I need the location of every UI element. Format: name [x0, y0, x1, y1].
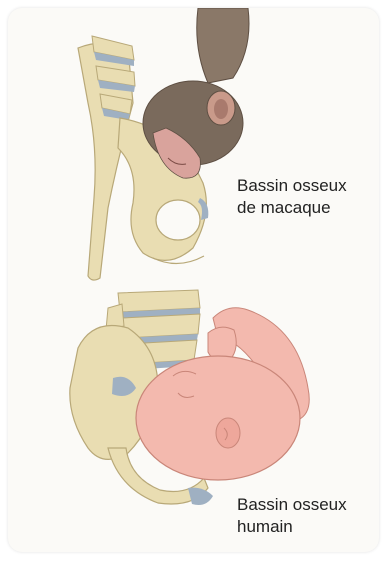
macaque-pelvis-label: Bassin osseux de macaque	[237, 175, 347, 219]
macaque-head	[143, 8, 249, 178]
human-pelvis-label: Bassin osseux humain	[237, 494, 347, 538]
macaque-label-line1: Bassin osseux	[237, 175, 347, 197]
illustration-card: Bassin osseux de macaque Bassin osseux h…	[8, 8, 379, 552]
human-label-line1: Bassin osseux	[237, 494, 347, 516]
human-label-line2: humain	[237, 516, 347, 538]
macaque-label-line2: de macaque	[237, 197, 347, 219]
pelvis-birth-diagram	[8, 8, 379, 552]
